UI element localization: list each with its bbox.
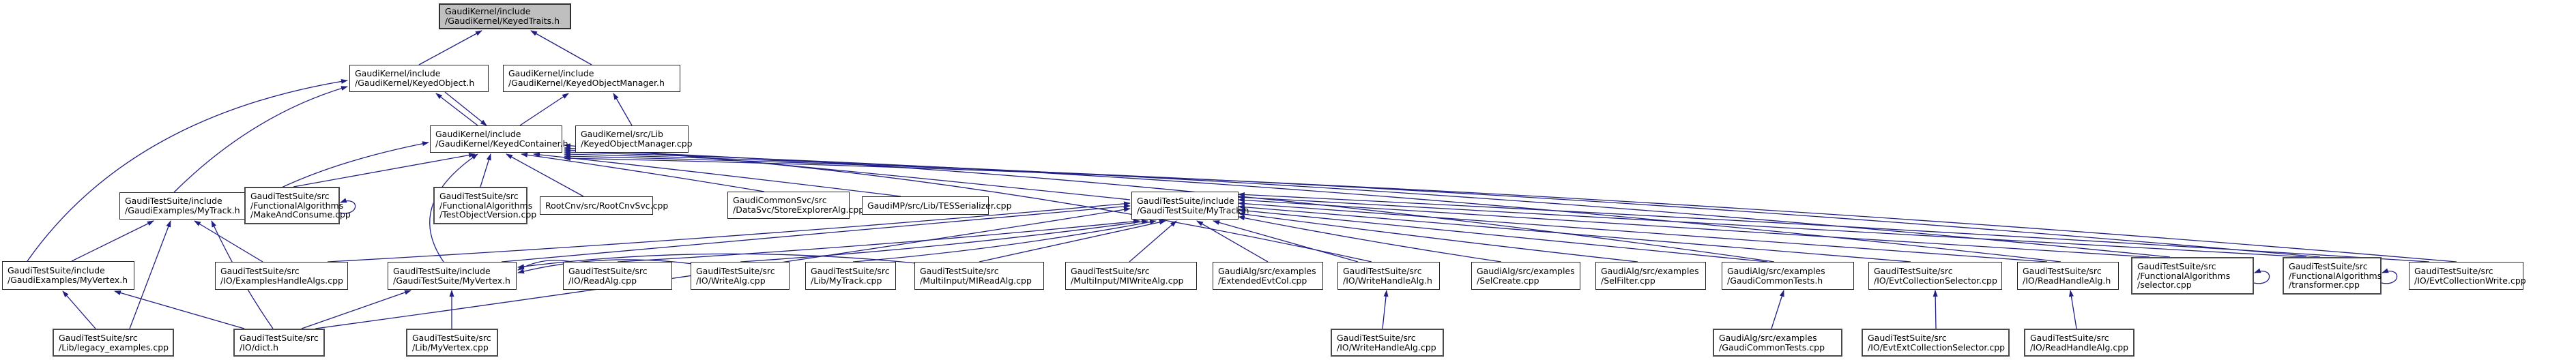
include-edge <box>1238 211 1638 262</box>
include-edge <box>1238 215 1502 262</box>
include-edge <box>429 153 478 262</box>
include-edge <box>1382 290 1389 329</box>
graph-node-GTS_MyTrack[interactable]: GaudiTestSuite/include /GaudiTestSuite/M… <box>1131 192 1249 220</box>
include-edge <box>1196 220 1269 262</box>
include-edge <box>1933 290 1938 329</box>
graph-node-EvtCollectionWrite[interactable]: GaudiTestSuite/src /IO/EvtCollectionWrit… <box>2409 262 2526 290</box>
graph-node-MIWriteAlg[interactable]: GaudiTestSuite/src /MultiInput/MIWriteAl… <box>1065 262 1197 290</box>
include-edge <box>2381 268 2398 284</box>
include-edge <box>173 86 348 193</box>
include-edge <box>444 91 487 126</box>
include-edge <box>480 153 491 188</box>
graph-node-TestObjectVersion[interactable]: GaudiTestSuite/src /FunctionalAlgorithms… <box>433 187 536 224</box>
graph-node-ReadAlg[interactable]: GaudiTestSuite/src /IO/ReadAlg.cpp <box>563 262 672 290</box>
include-edge <box>62 290 96 329</box>
include-edge <box>71 220 154 262</box>
include-edge <box>129 220 171 329</box>
graph-node-GE_MyVertex[interactable]: GaudiTestSuite/include /GaudiExamples/My… <box>2 261 134 290</box>
graph-node-GaudiCommonTests_cpp[interactable]: GaudiAlg/src/examples /GaudiCommonTests.… <box>1713 329 1842 357</box>
include-edge <box>339 198 356 214</box>
graph-node-KeyedObjectManager_cpp[interactable]: GaudiKernel/src/Lib /KeyedObjectManager.… <box>575 125 693 153</box>
graph-node-SelFilter[interactable]: GaudiAlg/src/examples /SelFilter.cpp <box>1595 262 1706 290</box>
include-edge <box>114 290 245 329</box>
include-edge <box>517 253 916 269</box>
include-edge <box>617 219 1140 262</box>
include-edge <box>564 149 2061 262</box>
include-edge <box>521 152 765 192</box>
include-edge <box>301 290 411 329</box>
graph-node-GE_MyTrack[interactable]: GaudiTestSuite/include /GaudiExamples/My… <box>119 192 254 220</box>
graph-node-StoreExplorerAlg[interactable]: GaudiCommonSvc/src /DataSvc/StoreExplore… <box>727 192 864 219</box>
include-edge <box>1129 220 1177 262</box>
graph-node-KeyedTraits[interactable]: GaudiKernel/include /GaudiKernel/KeyedTr… <box>439 3 571 29</box>
include-edge <box>194 220 263 262</box>
include-edge <box>1771 290 1784 329</box>
graph-node-WriteAlg[interactable]: GaudiTestSuite/src /IO/WriteAlg.cpp <box>691 262 790 290</box>
graph-node-KeyedObject[interactable]: GaudiKernel/include /GaudiKernel/KeyedOb… <box>349 65 489 92</box>
include-edge <box>979 220 1166 262</box>
include-edge <box>27 78 348 262</box>
graph-node-dict_h[interactable]: GaudiTestSuite/src /IO/dict.h <box>233 329 325 357</box>
graph-node-ReadHandleAlg_h[interactable]: GaudiTestSuite/src /IO/ReadHandleAlg.h <box>2017 262 2119 290</box>
include-edge <box>613 93 633 126</box>
include-edge <box>327 201 1131 262</box>
graph-node-EvtCollectionSelector[interactable]: GaudiTestSuite/src /IO/EvtCollectionSele… <box>1868 262 2002 290</box>
graph-node-WriteHandleAlg_cpp[interactable]: GaudiTestSuite/src /IO/WriteHandleAlg.cp… <box>1331 329 1444 357</box>
graph-node-ReadHandleAlg_cpp[interactable]: GaudiTestSuite/src /IO/ReadHandleAlg.cpp <box>2024 329 2134 357</box>
graph-node-GaudiCommonTests_h[interactable]: GaudiAlg/src/examples /GaudiCommonTests.… <box>1722 262 1854 290</box>
include-edge <box>1238 198 2150 258</box>
include-edge <box>293 153 476 188</box>
include-edge <box>519 93 569 126</box>
include-edge <box>1213 220 1359 262</box>
include-edge <box>2253 268 2270 284</box>
include-edge <box>506 153 584 197</box>
graph-node-RootCnvSvc[interactable]: RootCnv/src/RootCnvSvc.cpp <box>540 196 668 215</box>
graph-node-MakeAndConsume[interactable]: GaudiTestSuite/src /FunctionalAlgorithms… <box>244 187 351 224</box>
graph-node-ExamplesHandleAlgs[interactable]: GaudiTestSuite/src /IO/ExamplesHandleAlg… <box>215 262 348 290</box>
graph-node-MyVertex_cpp[interactable]: GaudiTestSuite/src /Lib/MyVertex.cpp <box>406 329 498 357</box>
include-edge <box>2068 290 2077 329</box>
graph-node-KeyedContainer[interactable]: GaudiKernel/include /GaudiKernel/KeyedCo… <box>430 125 568 153</box>
include-edge <box>1238 201 2048 262</box>
graph-node-selector_cpp[interactable]: GaudiTestSuite/src /FunctionalAlgorithms… <box>2131 257 2254 295</box>
graph-node-ExtendedEvtCol[interactable]: GaudiAlg/src/examples /ExtendedEvtCol.cp… <box>1213 262 1323 290</box>
include-edge <box>517 259 693 274</box>
graph-node-legacy_examples[interactable]: GaudiTestSuite/src /Lib/legacy_examples.… <box>53 329 174 357</box>
graph-node-EvtExtCollectionSelector[interactable]: GaudiTestSuite/src /IO/EvtExtCollectionS… <box>1862 329 2010 357</box>
include-edge <box>530 30 592 65</box>
include-edge <box>1238 205 1911 262</box>
graph-node-MIReadAlg[interactable]: GaudiTestSuite/src /MultiInput/MIReadAlg… <box>914 262 1044 290</box>
graph-node-WriteHandleAlg_h[interactable]: GaudiTestSuite/src /IO/WriteHandleAlg.h <box>1337 262 1440 290</box>
include-edge <box>1238 195 2307 258</box>
include-edge <box>1238 208 1768 262</box>
include-edge <box>852 220 1157 262</box>
graph-node-MyTrack_cpp[interactable]: GaudiTestSuite/src /Lib/MyTrack.cpp <box>805 262 896 290</box>
include-edge <box>740 219 1148 262</box>
include-edge <box>564 151 2171 258</box>
include-edge <box>418 30 482 65</box>
graph-node-SelCreate[interactable]: GaudiAlg/src/examples /SelCreate.cpp <box>1471 262 1580 290</box>
graph-node-GTS_MyVertex[interactable]: GaudiTestSuite/include /GaudiTestSuite/M… <box>388 262 517 290</box>
include-edge <box>1238 192 2430 262</box>
include-edge <box>564 153 2321 258</box>
graph-node-KeyedObjectManager_h[interactable]: GaudiKernel/include /GaudiKernel/KeyedOb… <box>503 65 680 92</box>
graph-node-transformer_cpp[interactable]: GaudiTestSuite/src /FunctionalAlgorithms… <box>2283 257 2382 295</box>
include-edge <box>564 155 2457 262</box>
graph-node-TESSerializer[interactable]: GaudiMP/src/Lib/TESSerializer.cpp <box>862 196 1012 215</box>
include-edge <box>435 93 478 126</box>
